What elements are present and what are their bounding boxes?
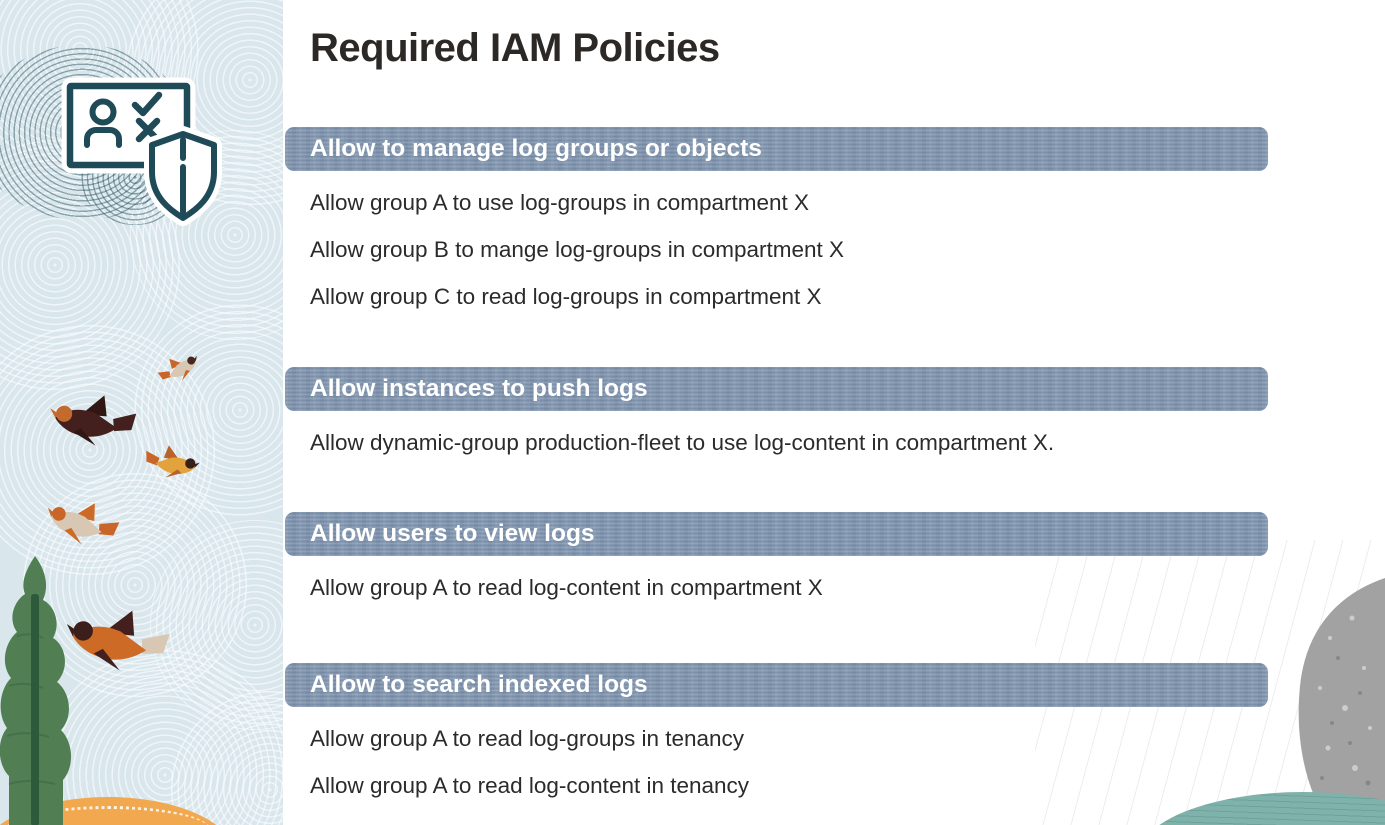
policy-line: Allow group A to read log-content in ten… xyxy=(310,773,750,798)
policy-line: Allow group C to read log-groups in comp… xyxy=(310,284,822,309)
section-header-bar: Allow instances to push logs xyxy=(285,367,1268,411)
section-header-bar: Allow to search indexed logs xyxy=(285,663,1268,707)
section-header-label: Allow instances to push logs xyxy=(310,375,648,402)
section-header-label: Allow users to view logs xyxy=(310,520,595,547)
policy-list: Allow group A to read log-groups in tena… xyxy=(285,707,1268,797)
policy-section-push-logs: Allow instances to push logs Allow dynam… xyxy=(285,367,1268,478)
policy-list: Allow group A to read log-content in com… xyxy=(285,556,1268,599)
policy-section-manage: Allow to manage log groups or objects Al… xyxy=(285,127,1268,332)
bird-icon xyxy=(143,442,202,482)
bird-icon xyxy=(46,388,139,451)
policy-line: Allow group B to mange log-groups in com… xyxy=(310,237,845,262)
policy-list: Allow dynamic-group production-fleet to … xyxy=(285,411,1268,454)
section-header-bar: Allow to manage log groups or objects xyxy=(285,127,1268,171)
rock xyxy=(1298,578,1385,825)
policy-line: Allow group A to read log-groups in tena… xyxy=(310,726,745,751)
id-card-check-shield-icon xyxy=(61,77,222,226)
policy-section-search-logs: Allow to search indexed logs Allow group… xyxy=(285,663,1268,821)
policy-section-view-logs: Allow users to view logs Allow group A t… xyxy=(285,512,1268,623)
slide-title: Required IAM Policies xyxy=(310,26,720,70)
policy-line: Allow group A to read log-content in com… xyxy=(310,575,823,600)
section-header-label: Allow to manage log groups or objects xyxy=(310,135,762,162)
policy-line: Allow dynamic-group production-fleet to … xyxy=(310,430,1055,455)
policy-line: Allow group A to use log-groups in compa… xyxy=(310,190,810,215)
section-header-label: Allow to search indexed logs xyxy=(310,671,648,698)
pine-tree xyxy=(0,556,71,825)
decorative-sidebar xyxy=(0,0,283,825)
policy-list: Allow group A to use log-groups in compa… xyxy=(285,171,1268,308)
section-header-bar: Allow users to view logs xyxy=(285,512,1268,556)
